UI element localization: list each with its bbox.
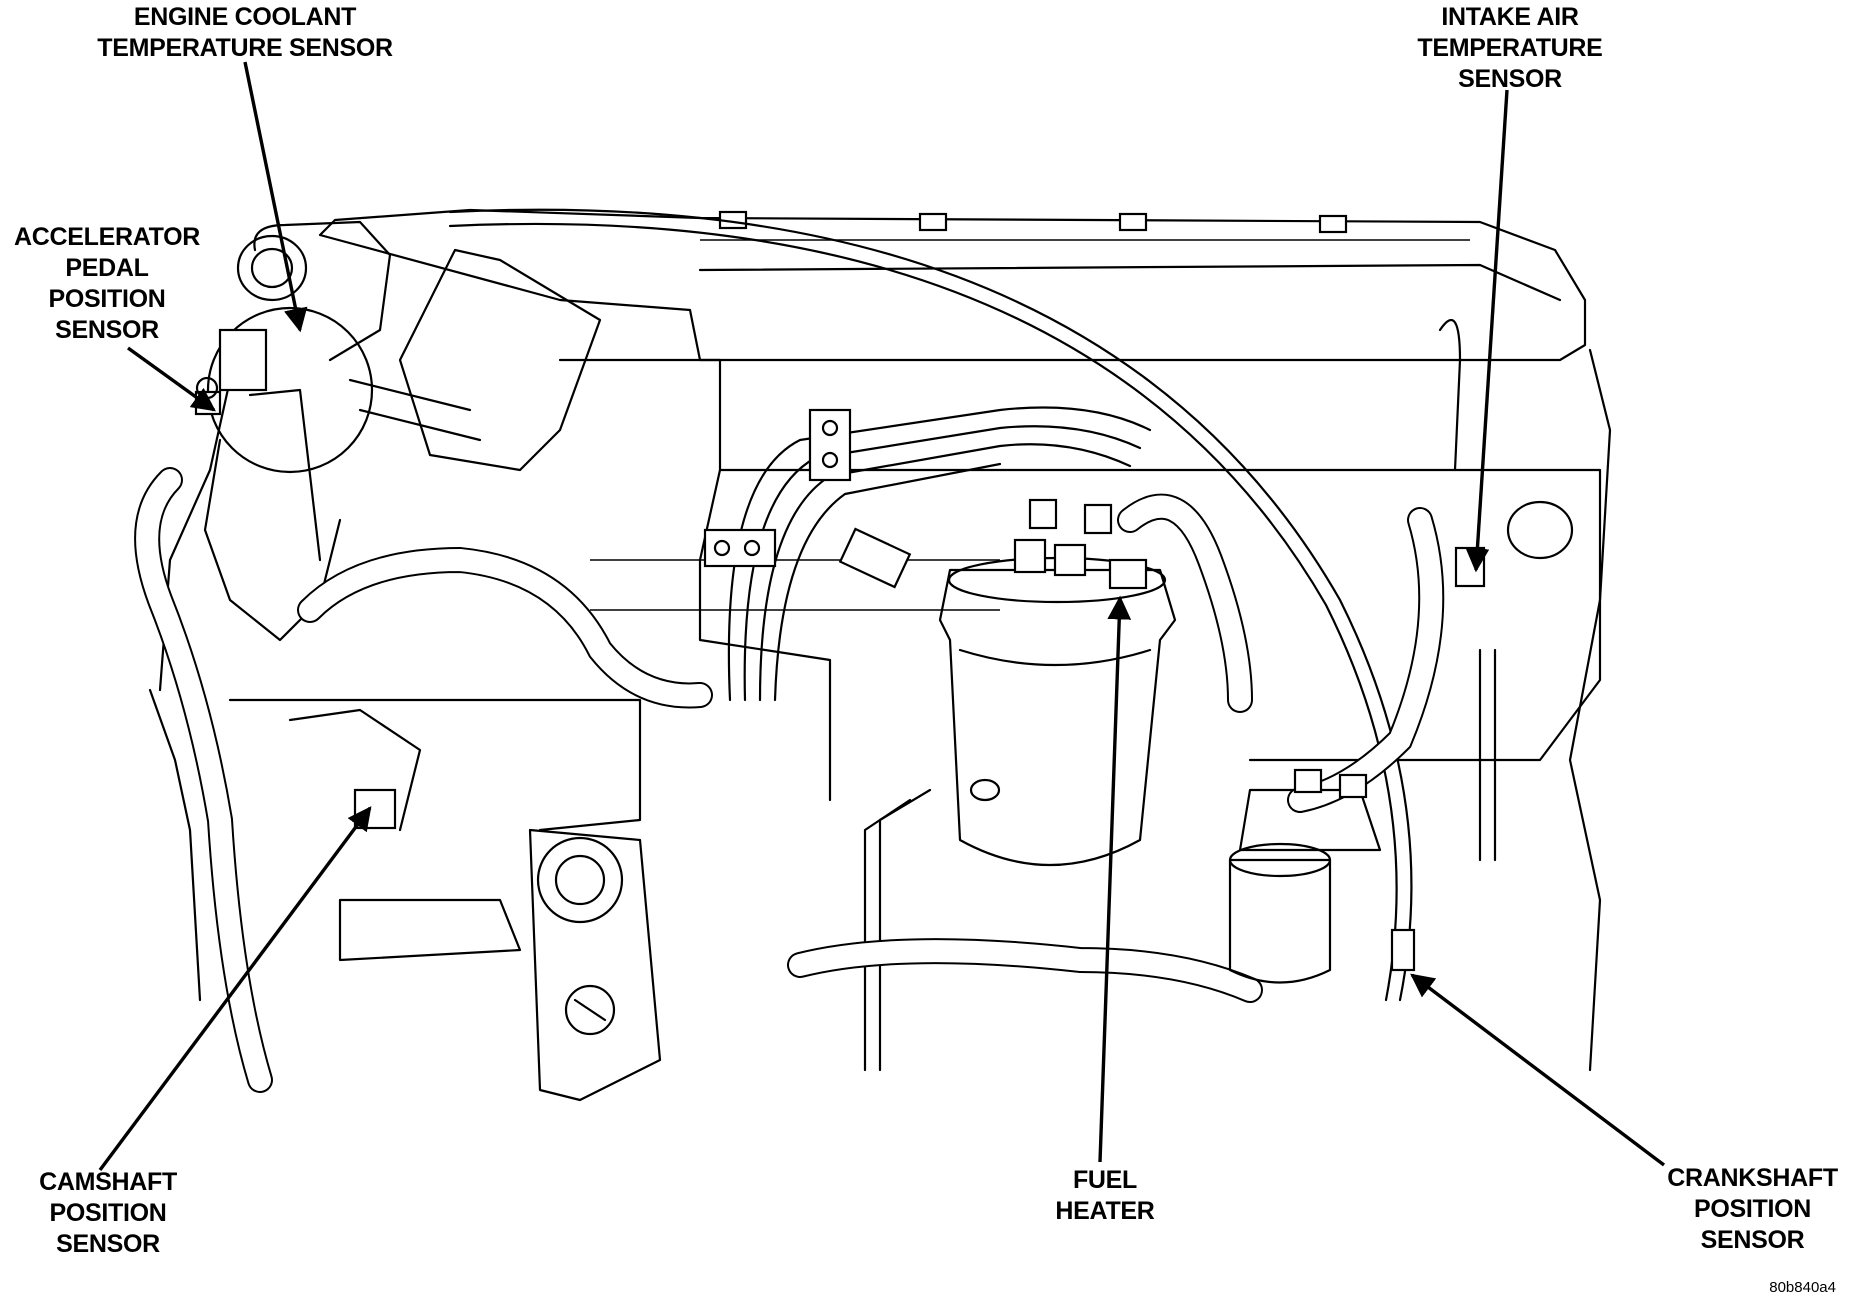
leader-intake-air xyxy=(1465,89,1509,573)
engine-illustration xyxy=(134,208,1612,1102)
label-line: ENGINE COOLANT xyxy=(133,3,357,31)
label-line: TEMPERATURE SENSOR xyxy=(97,34,393,62)
label-line: CRANKSHAFT xyxy=(1667,1164,1838,1192)
label-line: SENSOR xyxy=(1458,65,1562,93)
label-line: SENSOR xyxy=(1700,1226,1805,1254)
label-engine-coolant-temperature-sensor: ENGINE COOLANT TEMPERATURE SENSOR xyxy=(80,2,410,64)
label-intake-air-temperature-sensor: INTAKE AIR TEMPERATURE SENSOR xyxy=(1405,2,1615,95)
leader-coolant xyxy=(243,61,308,333)
label-camshaft-position-sensor: CAMSHAFT POSITION SENSOR xyxy=(18,1167,198,1260)
label-line: HEATER xyxy=(1055,1197,1155,1225)
label-line: FUEL xyxy=(1072,1166,1138,1194)
leader-fuel-heater xyxy=(1098,595,1132,1163)
label-line: PEDAL xyxy=(65,254,149,282)
label-crankshaft-position-sensor: CRANKSHAFT POSITION SENSOR xyxy=(1645,1163,1858,1256)
figure-code: 80b840a4 xyxy=(1769,1279,1836,1296)
label-line: SENSOR xyxy=(56,1230,160,1258)
label-line: ACCELERATOR xyxy=(13,223,201,251)
leader-crankshaft xyxy=(1410,973,1666,1167)
cover-bolts xyxy=(718,210,1348,234)
label-line: POSITION xyxy=(49,1199,167,1227)
leader-lines xyxy=(98,61,1666,1172)
label-line: TEMPERATURE xyxy=(1417,34,1603,62)
label-line: SENSOR xyxy=(55,316,159,344)
label-line: POSITION xyxy=(1693,1195,1812,1223)
label-line: INTAKE AIR xyxy=(1441,3,1579,31)
leader-accelerator xyxy=(127,346,216,412)
label-fuel-heater: FUEL HEATER xyxy=(1040,1165,1170,1227)
label-accelerator-pedal-position-sensor: ACCELERATOR PEDAL POSITION SENSOR xyxy=(2,222,212,346)
leader-camshaft xyxy=(98,806,372,1172)
label-line: CAMSHAFT xyxy=(39,1168,177,1196)
label-line: POSITION xyxy=(48,285,166,313)
